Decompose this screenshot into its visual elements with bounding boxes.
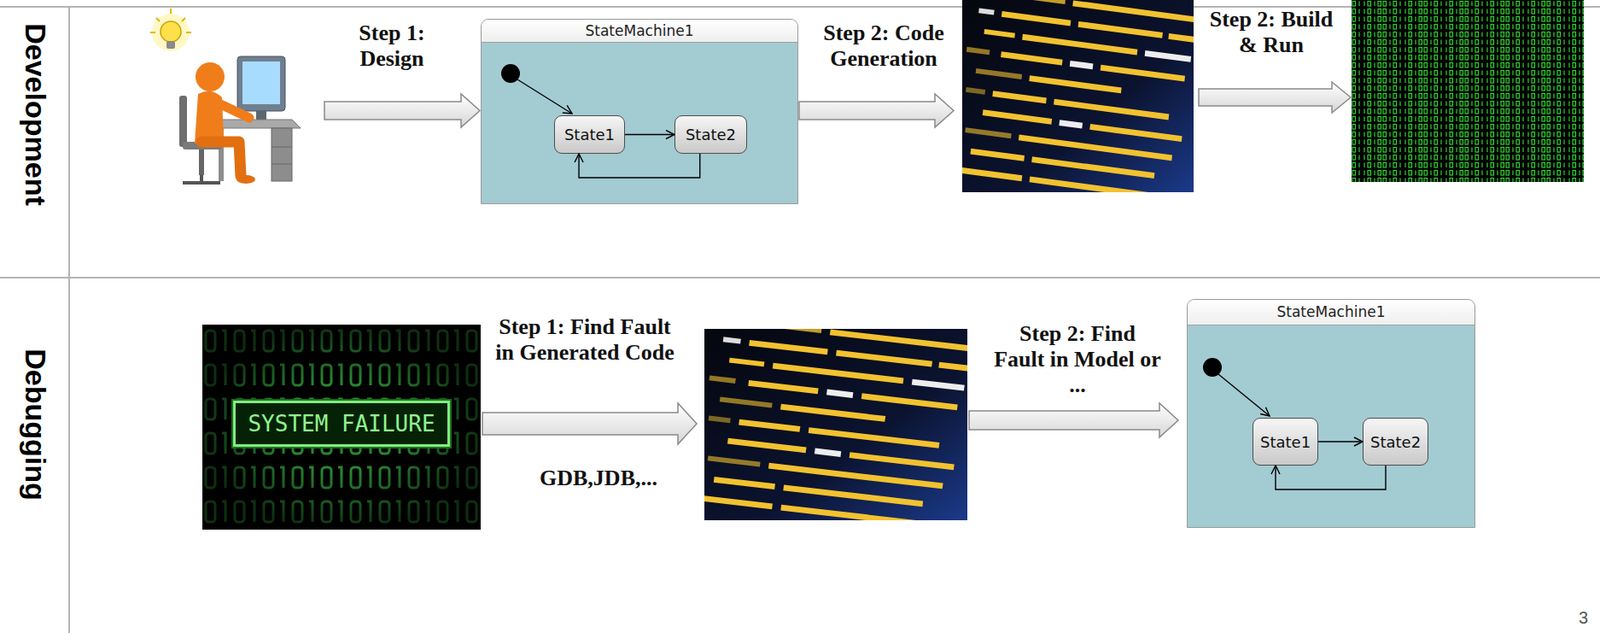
block-arrow: [324, 93, 480, 128]
block-arrow: [969, 402, 1179, 438]
chair-back: [179, 95, 187, 147]
label-holder: Step 1: Find Fault in Generated Code: [493, 314, 678, 366]
person-arm: [216, 102, 250, 118]
state-box: State1: [554, 115, 625, 154]
transition-arrow: [624, 134, 675, 135]
bulb-base: [166, 40, 176, 49]
initial-transition: [1218, 373, 1270, 416]
chair-base: [182, 175, 221, 183]
edge-group: [578, 134, 1386, 491]
monitor-stand: [256, 110, 267, 120]
machine-header: StateMachine1: [481, 19, 798, 43]
machine-title: StateMachine1: [585, 19, 695, 42]
lane-title-holder: Development: [18, 23, 53, 206]
failure-vignette: [202, 324, 481, 530]
desk-shelf: [271, 163, 292, 165]
state-name: State1: [1260, 432, 1311, 451]
block-arrow: [482, 402, 697, 444]
code-screenshot: [952, 0, 1211, 204]
label-holder: GDB,JDB,...: [513, 465, 684, 491]
label-holder: Step 2: Find Fault in Model or ...: [992, 321, 1163, 398]
step-label: Step 2: Code Generation: [806, 20, 961, 72]
transition-arrow: [1318, 440, 1363, 442]
step-label: Step 2: Find Fault in Model or ...: [992, 321, 1163, 398]
label-holder: Step 2: Code Generation: [806, 20, 961, 72]
lane-title-holder: Debugging: [18, 348, 53, 501]
failure-digits: [202, 324, 481, 530]
person-leg: [201, 141, 241, 176]
state-box: State1: [1252, 417, 1319, 466]
initial-transition: [517, 79, 573, 114]
initial-state-dot: [501, 64, 520, 83]
code-screenshot: [693, 315, 987, 532]
failure-text: SYSTEM FAILURE: [247, 409, 435, 438]
label-holder: 3: [1578, 607, 1589, 628]
desk-cabinet: [271, 128, 292, 182]
step-label: Step 1: Find Fault in Generated Code: [493, 314, 678, 366]
state-machine-frame: StateMachine1State1 State2: [1186, 298, 1476, 528]
step-label: Step 1: Design: [336, 20, 448, 72]
failure-banner: SYSTEM FAILURE: [233, 400, 450, 447]
monitor-screen: [242, 61, 281, 105]
step-label: Step 2: Build & Run: [1198, 6, 1344, 59]
block-arrow: [799, 93, 954, 128]
grid-line: [0, 276, 1600, 279]
failure-background: [202, 324, 481, 530]
state-name: State2: [685, 125, 736, 144]
monitor: [237, 56, 286, 111]
bulb-glow: [151, 13, 190, 52]
machine-title: StateMachine1: [1277, 299, 1386, 325]
state-name: State1: [564, 125, 615, 144]
person-head: [195, 62, 225, 92]
machine-header: StateMachine1: [1187, 299, 1475, 326]
lane-title: Debugging: [18, 348, 53, 501]
person-foot: [236, 175, 256, 184]
state-box: State2: [674, 115, 748, 154]
step-label: GDB,JDB,...: [513, 465, 684, 491]
transition-arrow: [1275, 465, 1386, 490]
page-number: 3: [1578, 607, 1589, 628]
initial-state-dot: [1202, 357, 1222, 377]
developer-icon: [150, 8, 301, 184]
swimlane-band: Development StateMachine1State1 State2: [0, 6, 1600, 278]
binary-code-image: [1351, 0, 1584, 182]
desk-top: [210, 119, 301, 129]
state-machine-frame: StateMachine1State1 State2: [480, 18, 799, 205]
binary-background: [1351, 0, 1584, 182]
state-name: State2: [1370, 432, 1421, 451]
transition-arrow: [578, 153, 701, 178]
block-arrow: [1198, 81, 1351, 113]
label-holder: Step 1: Design: [336, 20, 448, 72]
lightbulb: [160, 21, 182, 42]
swimlane-band: DebuggingSYSTEM FAILUREStateMachine1Stat…: [0, 277, 1600, 633]
label-holder: Step 2: Build & Run: [1198, 6, 1344, 59]
state-box: State2: [1362, 417, 1429, 466]
desk-shelf: [271, 146, 292, 148]
lane-title: Development: [18, 23, 53, 206]
grid-line: [68, 6, 71, 633]
chair-post: [198, 149, 205, 176]
